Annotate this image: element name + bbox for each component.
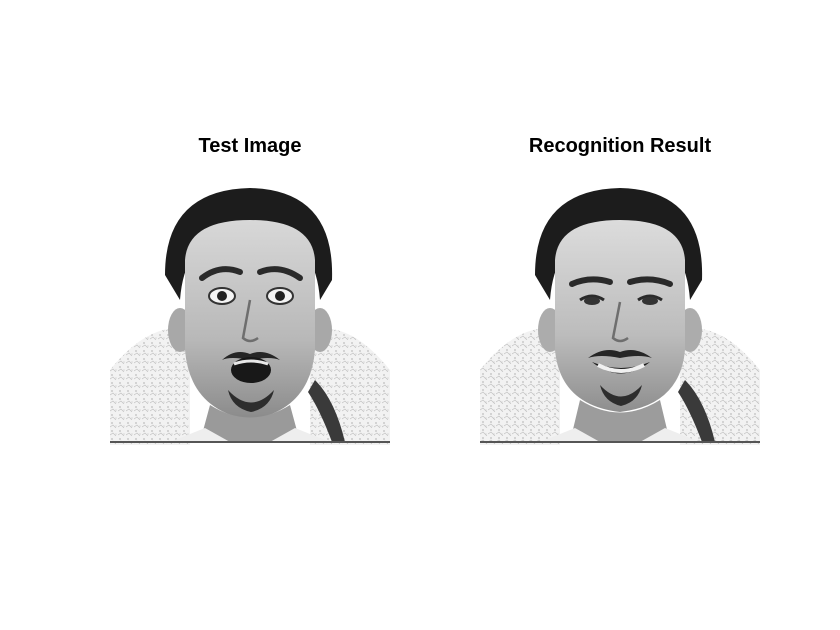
test-face-image	[110, 180, 390, 445]
test-image-title: Test Image	[198, 135, 302, 157]
recognition-result-title: Recognition Result	[528, 135, 712, 157]
recognition-result-panel: Recognition Result	[480, 0, 760, 630]
result-face-image	[480, 180, 760, 445]
test-image-panel: Test Image	[110, 0, 390, 630]
